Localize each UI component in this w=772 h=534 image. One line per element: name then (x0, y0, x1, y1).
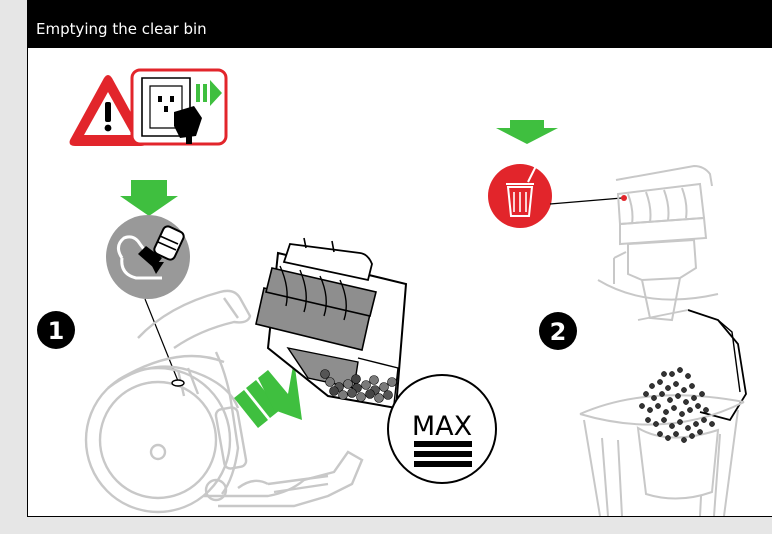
manual-page: Emptying the clear bin (27, 0, 772, 517)
step-1-badge: 1 (37, 311, 75, 349)
release-button-marker (621, 195, 627, 201)
clip-release-icon (106, 215, 190, 299)
trash-bin-icon (488, 164, 552, 228)
step-1-number: 1 (48, 317, 65, 345)
step-2-number: 2 (550, 318, 567, 346)
max-label: MAX (412, 411, 472, 442)
release-button-marker (172, 380, 184, 386)
callout-line (550, 198, 622, 204)
section-title: Emptying the clear bin (36, 20, 207, 38)
clear-bin (256, 238, 406, 408)
max-indicator: MAX (388, 375, 496, 483)
cyclone-assembly (598, 166, 718, 320)
section-header: Emptying the clear bin (28, 0, 772, 48)
unplug-icon (132, 70, 226, 144)
bottom-margin (0, 517, 772, 534)
down-arrow-icon (496, 120, 558, 144)
down-arrow-icon (120, 180, 178, 216)
clear-bin-open (638, 310, 746, 420)
step-2-badge: 2 (539, 312, 577, 350)
trash-can (580, 395, 744, 516)
instruction-illustration: MAX 1 2 (28, 48, 772, 516)
tilt-arrow-icon (234, 360, 302, 428)
left-margin (0, 0, 26, 534)
